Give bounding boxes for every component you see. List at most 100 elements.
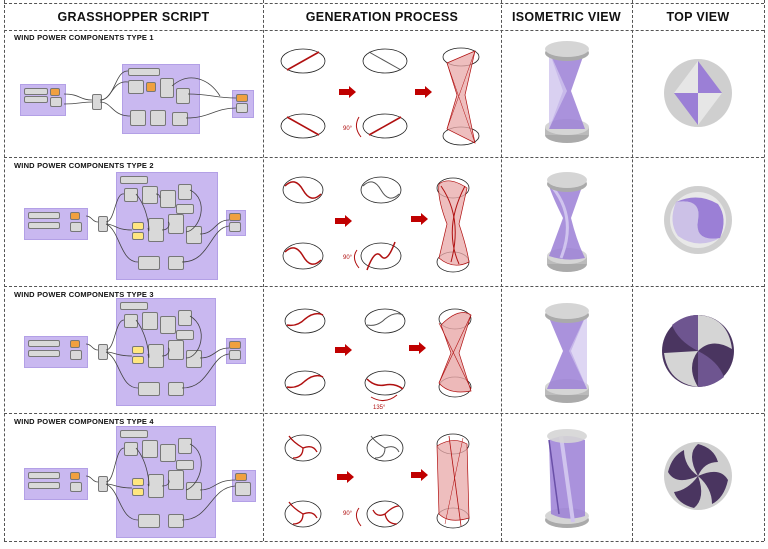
- gh-node: [132, 346, 144, 354]
- top-view-4: [664, 442, 732, 510]
- gh-node: [132, 232, 144, 240]
- gh-node: [160, 316, 176, 334]
- grid-line: [4, 541, 764, 542]
- gh-node: [138, 256, 160, 270]
- gh-node: [160, 190, 176, 208]
- gh-node: [142, 186, 158, 204]
- generation-process-2: 90°: [282, 176, 470, 273]
- grid-line: [263, 0, 264, 541]
- gh-node: [132, 488, 144, 496]
- grid-line: [4, 157, 764, 158]
- isometric-view-1: [545, 41, 589, 143]
- gh-slider: [28, 222, 60, 229]
- grid-line: [4, 30, 764, 31]
- gh-node: [142, 312, 158, 330]
- gh-wires: [63, 70, 237, 119]
- gh-node: [168, 514, 184, 528]
- gh-node: [229, 213, 241, 221]
- gh-node: [50, 97, 62, 107]
- gh-node: [168, 256, 184, 270]
- gh-node: [176, 460, 194, 470]
- gh-node: [229, 350, 241, 360]
- gh-node: [176, 330, 194, 340]
- row-title-type-3: WIND POWER COMPONENTS TYPE 3: [14, 290, 154, 299]
- gh-wires: [85, 189, 230, 263]
- gh-node: [70, 350, 82, 360]
- gh-node: [124, 314, 138, 328]
- arrow-icon: [411, 213, 428, 225]
- gh-slider: [28, 212, 60, 219]
- arrow-icon: [409, 342, 426, 354]
- rotation-angle-label: 90°: [343, 255, 353, 261]
- header-generation-process: GENERATION PROCESS: [305, 10, 459, 24]
- grid-line: [4, 413, 764, 414]
- gh-slider: [28, 482, 60, 489]
- gh-node: [120, 430, 148, 438]
- header-grasshopper-script: GRASSHOPPER SCRIPT: [57, 10, 210, 24]
- generation-process-3: 135°: [284, 308, 472, 411]
- row-title-type-2: WIND POWER COMPONENTS TYPE 2: [14, 161, 154, 170]
- gh-node: [120, 302, 148, 310]
- gh-node: [124, 188, 138, 202]
- generation-process-4: 90°: [284, 433, 470, 529]
- grasshopper-script-3: [20, 298, 260, 408]
- rotation-angle-label: 90°: [343, 126, 353, 132]
- grid-line: [764, 0, 765, 541]
- gh-node: [176, 88, 190, 104]
- gh-node: [229, 341, 241, 349]
- arrow-icon: [335, 344, 352, 356]
- gh-node: [229, 222, 241, 232]
- gh-node: [178, 310, 192, 326]
- top-view-2: [664, 186, 732, 254]
- gh-node: [132, 356, 144, 364]
- gh-node: [146, 82, 156, 92]
- gh-node: [70, 340, 80, 348]
- gh-node: [186, 350, 202, 368]
- isometric-view-2: [547, 172, 587, 272]
- arrow-icon: [335, 215, 352, 227]
- gh-slider: [28, 472, 60, 479]
- gh-node: [138, 514, 160, 528]
- gh-node: [124, 442, 138, 456]
- isometric-view-4: [545, 429, 589, 528]
- gh-node: [50, 88, 60, 96]
- rotation-angle-label: 135°: [373, 405, 386, 411]
- header-top-view: TOP VIEW: [666, 10, 730, 24]
- gh-node: [160, 444, 176, 462]
- gh-node: [168, 340, 184, 360]
- gh-node: [138, 382, 160, 396]
- gh-node: [172, 112, 188, 126]
- row-title-type-1: WIND POWER COMPONENTS TYPE 1: [14, 33, 154, 42]
- grid-line: [4, 286, 764, 287]
- header-isometric-view: ISOMETRIC VIEW: [511, 10, 622, 24]
- generation-process-1: 90°: [280, 47, 480, 146]
- grasshopper-script-1: [20, 60, 260, 140]
- isometric-view-3: [545, 303, 589, 403]
- gh-node: [235, 473, 247, 481]
- gh-node: [176, 204, 194, 214]
- arrow-icon: [411, 469, 428, 481]
- arrow-icon: [337, 471, 354, 483]
- gh-slider: [28, 340, 60, 347]
- gh-slider: [24, 88, 48, 95]
- gh-node: [132, 222, 144, 230]
- gh-node: [236, 94, 248, 102]
- grid-line: [632, 0, 633, 541]
- gh-node: [178, 438, 192, 454]
- row-title-type-4: WIND POWER COMPONENTS TYPE 4: [14, 417, 154, 426]
- gh-node: [178, 184, 192, 200]
- gh-node: [120, 176, 148, 184]
- gh-slider: [24, 96, 48, 103]
- gh-node: [70, 212, 80, 220]
- gh-node: [142, 440, 158, 458]
- gh-wires: [85, 443, 236, 521]
- gh-wires: [85, 315, 230, 389]
- gh-node: [150, 110, 166, 126]
- gh-node: [128, 68, 160, 76]
- top-view-1: [664, 59, 732, 127]
- gh-node: [235, 482, 251, 496]
- gh-node: [236, 103, 248, 113]
- arrow-icon: [339, 86, 356, 98]
- gh-node: [128, 80, 144, 94]
